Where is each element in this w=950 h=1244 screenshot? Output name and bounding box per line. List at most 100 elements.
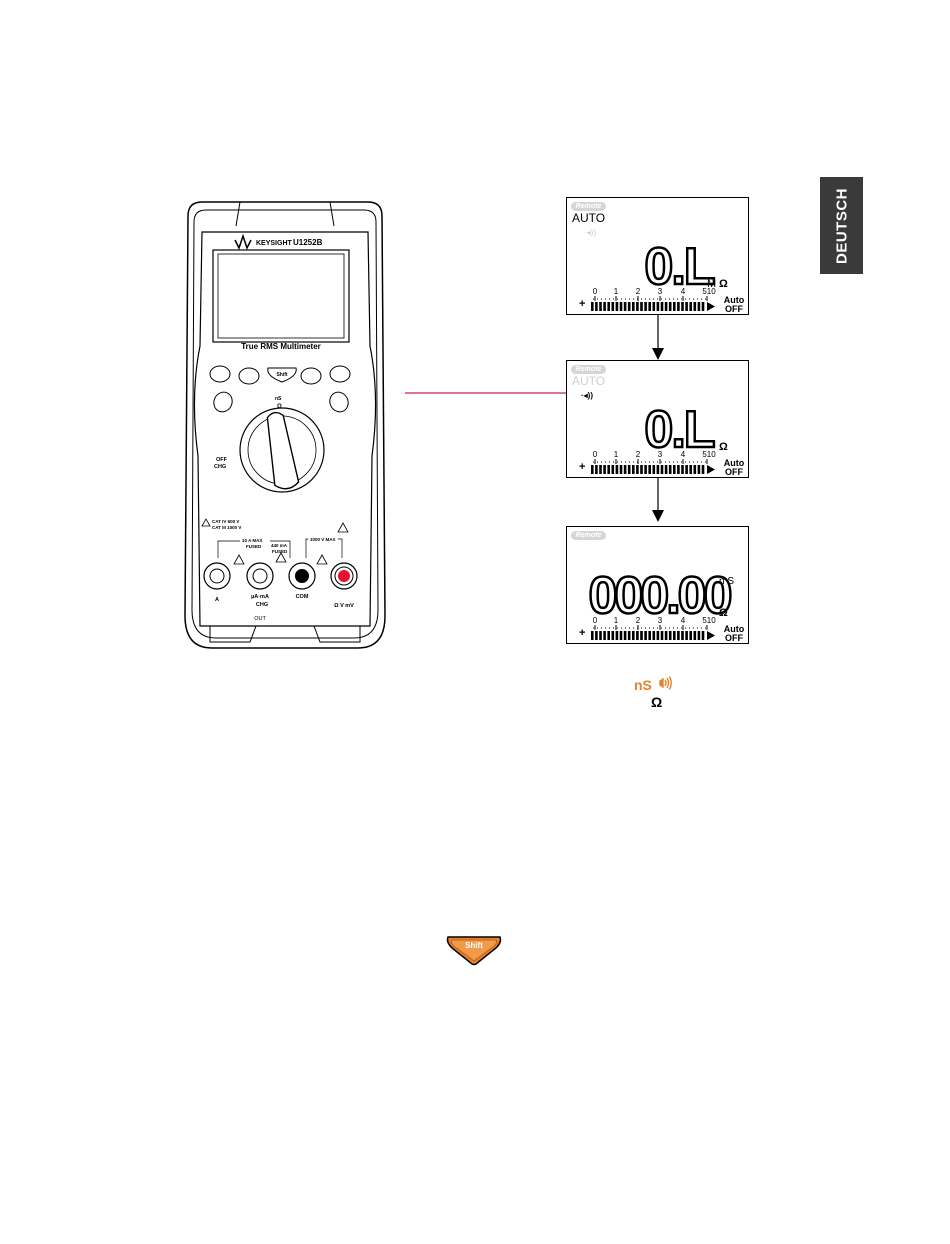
- unit-label: Ω: [719, 607, 728, 619]
- bargraph-segment: [627, 631, 631, 640]
- scale-tick-label: 4: [681, 616, 686, 625]
- bargraph-arrow-icon: [707, 631, 715, 640]
- bargraph-segment: [664, 465, 668, 474]
- bargraph-segment: [693, 631, 697, 640]
- beep-icon: ·◂)): [581, 391, 594, 400]
- key-1[interactable]: [209, 365, 231, 383]
- bargraph-segment: [660, 465, 664, 474]
- model-label: U1252B: [293, 238, 323, 247]
- bargraph-segment: [693, 302, 697, 311]
- bargraph-segment: [644, 465, 647, 474]
- bargraph-segment: [677, 465, 680, 474]
- scale-tick-label: 0: [593, 287, 598, 296]
- dial-label-ohm: Ω: [277, 404, 282, 410]
- main-reading: 0.L: [644, 238, 714, 296]
- bargraph-segment: [640, 302, 643, 311]
- bargraph-segment: [591, 465, 594, 474]
- scale-tick-label: 0: [593, 450, 598, 459]
- remote-badge: Remote: [571, 531, 606, 540]
- dial-label-off: OFF: [216, 457, 228, 463]
- auto-off-label-1: Auto: [724, 458, 745, 468]
- key-2[interactable]: [238, 367, 260, 385]
- bargraph-segment: [648, 302, 651, 311]
- bargraph-segment: [591, 631, 594, 640]
- bargraph-segment: [636, 302, 639, 311]
- bargraph-segment: [636, 465, 639, 474]
- bargraph-segment: [685, 302, 688, 311]
- bargraph-segment: [611, 465, 615, 474]
- bargraph-segment: [603, 465, 606, 474]
- bargraph-segment: [673, 631, 676, 640]
- shift-button[interactable]: Shift: [446, 934, 502, 966]
- terminal-a[interactable]: [203, 562, 231, 590]
- bargraph-segment: [656, 631, 660, 640]
- fused-label-2: FUSED: [272, 549, 288, 554]
- ns-ohm-range-icon: nS Ω: [634, 676, 672, 710]
- terminal-com-label: COM: [296, 594, 309, 600]
- terminal-ua-label: µA·mA: [251, 594, 269, 600]
- scale-tick-label: 2: [636, 287, 641, 296]
- scale-tick-label: 510: [702, 287, 716, 296]
- bargraph-segment: [591, 302, 594, 311]
- bargraph-segment: [689, 631, 692, 640]
- bargraph-segment: [652, 631, 656, 640]
- bargraph-segment: [619, 631, 623, 640]
- bargraph-segment: [611, 631, 615, 640]
- unit-prefix-label: M: [707, 278, 716, 290]
- bargraph-segment: [603, 631, 606, 640]
- key-7[interactable]: [327, 389, 352, 415]
- bargraph-arrow-icon: [707, 302, 715, 311]
- remote-badge: Remote: [571, 365, 606, 374]
- key-4[interactable]: [300, 367, 322, 385]
- scale-tick-label: 4: [681, 450, 686, 459]
- flow-arrows: [652, 314, 664, 522]
- bargraph-segment: [673, 465, 676, 474]
- shift-button-label: Shift: [465, 941, 483, 950]
- key-6[interactable]: [211, 389, 236, 415]
- terminal-com[interactable]: [288, 562, 316, 590]
- bargraph-segment: [632, 465, 635, 474]
- bargraph-segment: [611, 302, 615, 311]
- bargraph-plus: +: [579, 298, 585, 310]
- auto-off-label-2: OFF: [725, 304, 743, 314]
- bargraph-segment: [664, 631, 668, 640]
- bargraph-segment: [619, 302, 623, 311]
- bargraph-segment: [640, 465, 643, 474]
- auto-off-label-1: Auto: [724, 295, 745, 305]
- bargraph-segment: [701, 631, 705, 640]
- bargraph-segment: [685, 465, 688, 474]
- brand-label: KEYSIGHT: [256, 240, 293, 247]
- dial-label-ns: nS: [275, 396, 282, 402]
- shift-key-label: Shift: [276, 372, 287, 378]
- bargraph-segment: [623, 302, 627, 311]
- bargraph-arrow-icon: [707, 465, 715, 474]
- shift-key[interactable]: [267, 367, 297, 383]
- unit-label: Ω: [719, 441, 728, 453]
- bargraph-segment: [648, 631, 651, 640]
- scale-tick-label: 510: [702, 450, 716, 459]
- key-5[interactable]: [329, 365, 351, 383]
- terminal-v[interactable]: [330, 562, 358, 590]
- bargraph-segment: [615, 631, 619, 640]
- remote-badge: Remote: [571, 202, 606, 211]
- bargraph-segment: [681, 631, 684, 640]
- bargraph-segment: [693, 465, 697, 474]
- bargraph-segment: [623, 631, 627, 640]
- scale-tick-label: 3: [658, 450, 663, 459]
- beep-icon: ·◂)): [584, 228, 597, 237]
- bargraph-segment: [607, 302, 610, 311]
- bargraph-segment: [689, 302, 692, 311]
- scale-tick-label: 1: [614, 450, 619, 459]
- auto-indicator: AUTO: [572, 211, 606, 225]
- dial-knob[interactable]: [265, 411, 300, 491]
- language-tab-label: DEUTSCH: [833, 187, 850, 264]
- cat-rating-2: CAT III 1000 V: [212, 525, 241, 530]
- max-1000v-label: 1000 V MAX: [310, 537, 336, 542]
- terminal-ua-ma[interactable]: [246, 562, 274, 590]
- bargraph-segment: [627, 465, 631, 474]
- scale-tick-label: 0: [593, 616, 598, 625]
- scale-tick-label: 2: [636, 450, 641, 459]
- bargraph-segment: [673, 302, 676, 311]
